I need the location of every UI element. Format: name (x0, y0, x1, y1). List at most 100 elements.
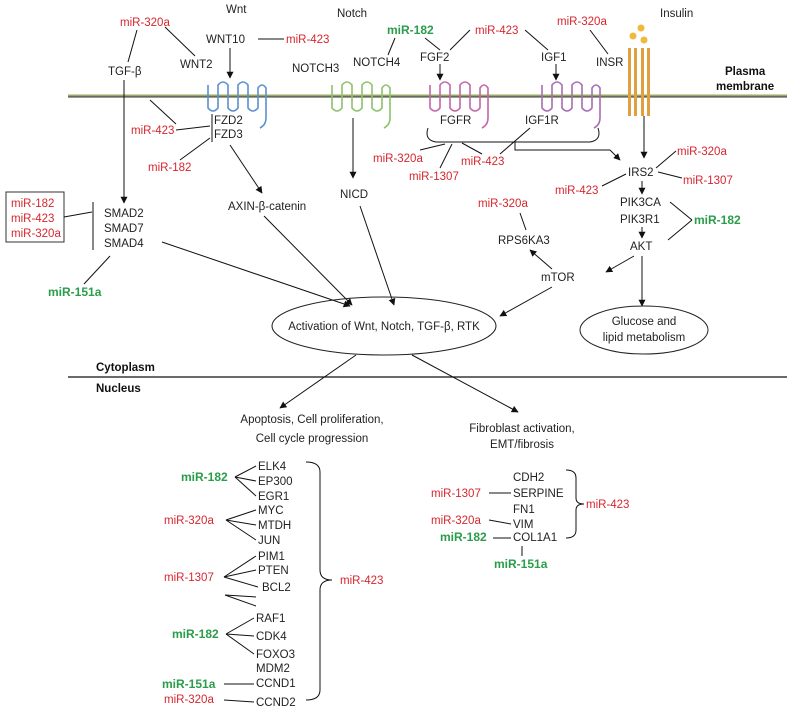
gene-ccnd2: CCND2 (256, 697, 296, 709)
outcome-fibroblast-2: EMT/fibrosis (490, 439, 554, 451)
ligand-wnt10: WNT10 (206, 34, 245, 46)
axin-beta-catenin: AXIN-β-catenin (228, 201, 306, 213)
wnt-receptor (207, 81, 267, 129)
mirna-182-notch4: miR-182 (387, 23, 434, 37)
svg-text:miR-423: miR-423 (11, 213, 54, 225)
mirna-1307-irs2: miR-1307 (683, 175, 733, 187)
mirna-151a-smad: miR-151a (48, 285, 102, 299)
ligand-insr: INSR (596, 57, 623, 69)
mirna-1307-fgfr: miR-1307 (409, 171, 459, 183)
ligand-notch4: NOTCH4 (353, 57, 401, 69)
gene-cdh2: CDH2 (513, 472, 544, 484)
gene-pim1: PIM1 (258, 551, 285, 563)
ligand-tgfb: TGF-β (108, 66, 142, 78)
outcome-apoptosis-1: Apoptosis, Cell proliferation, (240, 414, 383, 426)
activation-label: Activation of Wnt, Notch, TGF-β, RTK (288, 321, 480, 333)
mirna-423-left-brace: miR-423 (340, 575, 383, 587)
receptor-igf1r: IGF1R (525, 115, 559, 127)
gene-foxo3: FOXO3 (256, 649, 295, 661)
outcome-fibroblast-1: Fibroblast activation, (469, 423, 574, 435)
mirna-182-col1a1: miR-182 (440, 530, 487, 544)
membrane-label-line1: Plasma (725, 66, 766, 78)
pik3ca: PIK3CA (620, 197, 661, 209)
outcome-apoptosis-2: Cell cycle progression (256, 433, 369, 445)
gene-jun: JUN (258, 535, 280, 547)
mirna-320a-myc: miR-320a (164, 515, 214, 527)
ligand-notch3: NOTCH3 (292, 63, 339, 75)
mirna-1307-serpine: miR-1307 (431, 488, 481, 500)
igf1r-receptor (541, 81, 601, 129)
gene-col1a1: COL1A1 (513, 532, 557, 544)
mirna-1307-pim1: miR-1307 (164, 572, 214, 584)
mirna-320a-fgfr: miR-320a (373, 153, 423, 165)
gene-mdm2: MDM2 (256, 663, 290, 675)
left-gene-list: ELK4 EP300 EGR1 MYC MTDH JUN PIM1 PTEN B… (256, 461, 296, 709)
pik3r1: PIK3R1 (620, 214, 660, 226)
mirna-182-raf1: miR-182 (172, 627, 219, 641)
mirna-320a-irs2: miR-320a (677, 146, 727, 158)
left-gene-connectors (223, 465, 259, 703)
smad7: SMAD7 (104, 223, 144, 235)
mirna-423-fzd: miR-423 (131, 125, 174, 137)
ligand-fgf2: FGF2 (420, 52, 449, 64)
mirna-151a-col1a1: miR-151a (494, 557, 548, 571)
receptor-fzd3: FZD3 (214, 129, 243, 141)
gene-cdk4: CDK4 (256, 631, 287, 643)
irs2: IRS2 (628, 167, 654, 179)
right-gene-list: CDH2 SERPINE FN1 VIM COL1A1 (513, 472, 564, 544)
gene-ccnd1: CCND1 (256, 678, 296, 690)
glucose-label-2: lipid metabolism (603, 332, 685, 344)
fgfr-receptor (429, 81, 489, 129)
gene-pten: PTEN (258, 565, 289, 577)
glucose-label-1: Glucose and (612, 316, 677, 328)
right-gene-brace (565, 469, 585, 539)
svg-text:miR-182: miR-182 (11, 198, 54, 210)
cytoplasm-label: Cytoplasm (96, 362, 155, 374)
receptor-fgfr: FGFR (440, 115, 471, 127)
rps6ka3: RPS6KA3 (498, 235, 550, 247)
gene-ep300: EP300 (258, 476, 293, 488)
mirna-182-fzd: miR-182 (148, 162, 191, 174)
gene-vim: VIM (513, 519, 533, 531)
notch-pathway-label: Notch (337, 8, 367, 20)
mirna-423-fgf2: miR-423 (475, 25, 518, 37)
akt: AKT (630, 241, 652, 253)
insulin-label: Insulin (660, 8, 693, 20)
mirna-320a-insr: miR-320a (557, 16, 607, 28)
ligand-wnt2: WNT2 (180, 59, 213, 71)
svg-text:miR-320a: miR-320a (11, 228, 61, 240)
gene-mtdh: MTDH (258, 520, 291, 532)
membrane-label-line2: membrane (716, 81, 774, 93)
mirna-320a-vim: miR-320a (431, 515, 481, 527)
gene-bcl2: BCL2 (262, 582, 291, 594)
gene-egr1: EGR1 (258, 491, 289, 503)
mirna-182-elk4: miR-182 (181, 470, 228, 484)
left-gene-brace (305, 461, 333, 701)
insulin-receptor (628, 24, 650, 116)
mirna-182-pi3k: miR-182 (694, 213, 741, 227)
gene-raf1: RAF1 (256, 613, 285, 625)
mirna-320a-tgfb: miR-320a (120, 17, 170, 29)
smad4: SMAD4 (104, 238, 144, 250)
gene-fn1: FN1 (513, 504, 535, 516)
smad-mirna-box: miR-182 miR-423 miR-320a (5, 191, 65, 243)
activation-ellipse (271, 296, 497, 356)
mirna-151a-ccnd1: miR-151a (162, 677, 216, 691)
smad2: SMAD2 (104, 208, 144, 220)
mtor: mTOR (541, 272, 575, 284)
gene-serpine: SERPINE (513, 488, 564, 500)
gene-myc: MYC (258, 505, 284, 517)
nicd: NICD (340, 189, 368, 201)
mirna-320a-ccnd2: miR-320a (164, 694, 214, 706)
glucose-ellipse (579, 305, 709, 355)
mirna-423-wnt10: miR-423 (286, 34, 329, 46)
ligand-connectors (127, 26, 609, 81)
nucleus-label: Nucleus (96, 383, 141, 395)
mirna-423-right-brace: miR-423 (586, 499, 629, 511)
mirna-320a-rps6ka3: miR-320a (478, 198, 528, 210)
ligand-igf1: IGF1 (541, 52, 567, 64)
notch-receptor (331, 81, 391, 129)
wnt-pathway-label: Wnt (226, 4, 247, 16)
mirna-423-irs2: miR-423 (555, 185, 598, 197)
